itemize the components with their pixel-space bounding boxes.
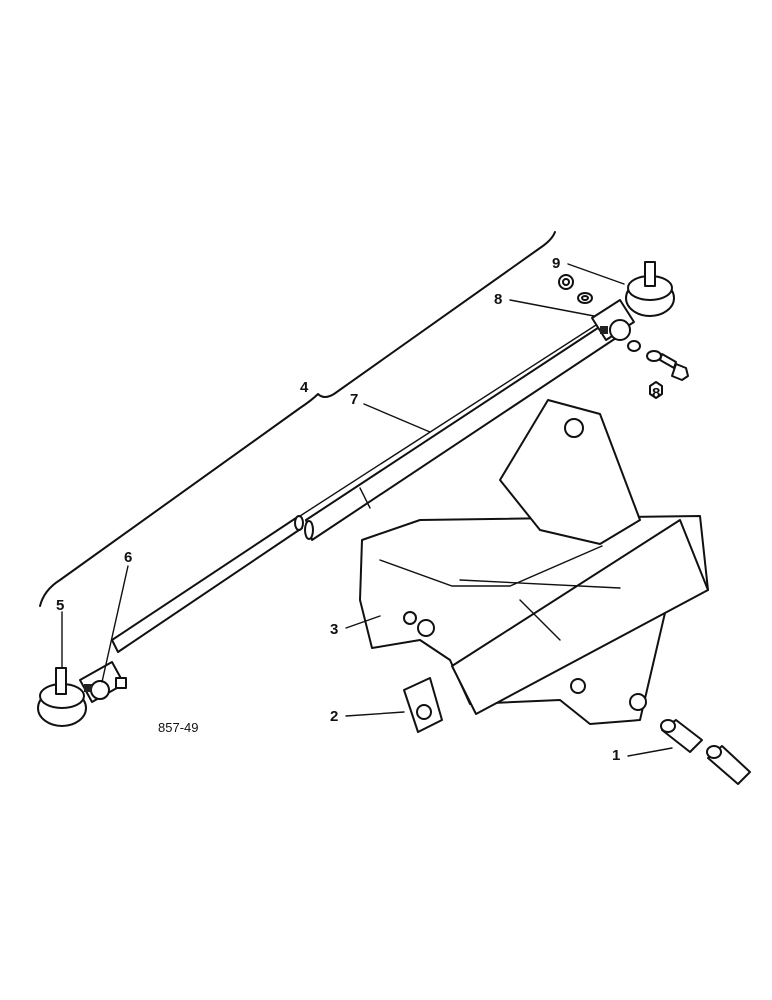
pivot-pins xyxy=(660,719,751,785)
shim-plate xyxy=(403,677,443,733)
callout-8-upper: 8 xyxy=(494,291,502,308)
axle-support-casting xyxy=(359,399,709,725)
callout-3: 3 xyxy=(330,621,338,638)
drawing-code: 857-49 xyxy=(158,720,198,735)
callout-6: 6 xyxy=(124,549,132,566)
assembly-bracket xyxy=(39,231,556,607)
callout-4: 4 xyxy=(300,379,309,396)
clamp-bolt-assembly xyxy=(627,340,689,399)
nut-washer-upper xyxy=(558,274,593,304)
callout-9: 9 xyxy=(552,255,560,272)
callout-2: 2 xyxy=(330,708,338,725)
tie-rod-end-left xyxy=(37,661,127,727)
leader-lines xyxy=(61,263,673,757)
callout-8-lower: 8 xyxy=(652,385,660,402)
callout-5: 5 xyxy=(56,597,64,614)
callout-1: 1 xyxy=(612,747,620,764)
callout-7: 7 xyxy=(350,391,358,408)
tie-rod-end-right xyxy=(591,261,675,341)
